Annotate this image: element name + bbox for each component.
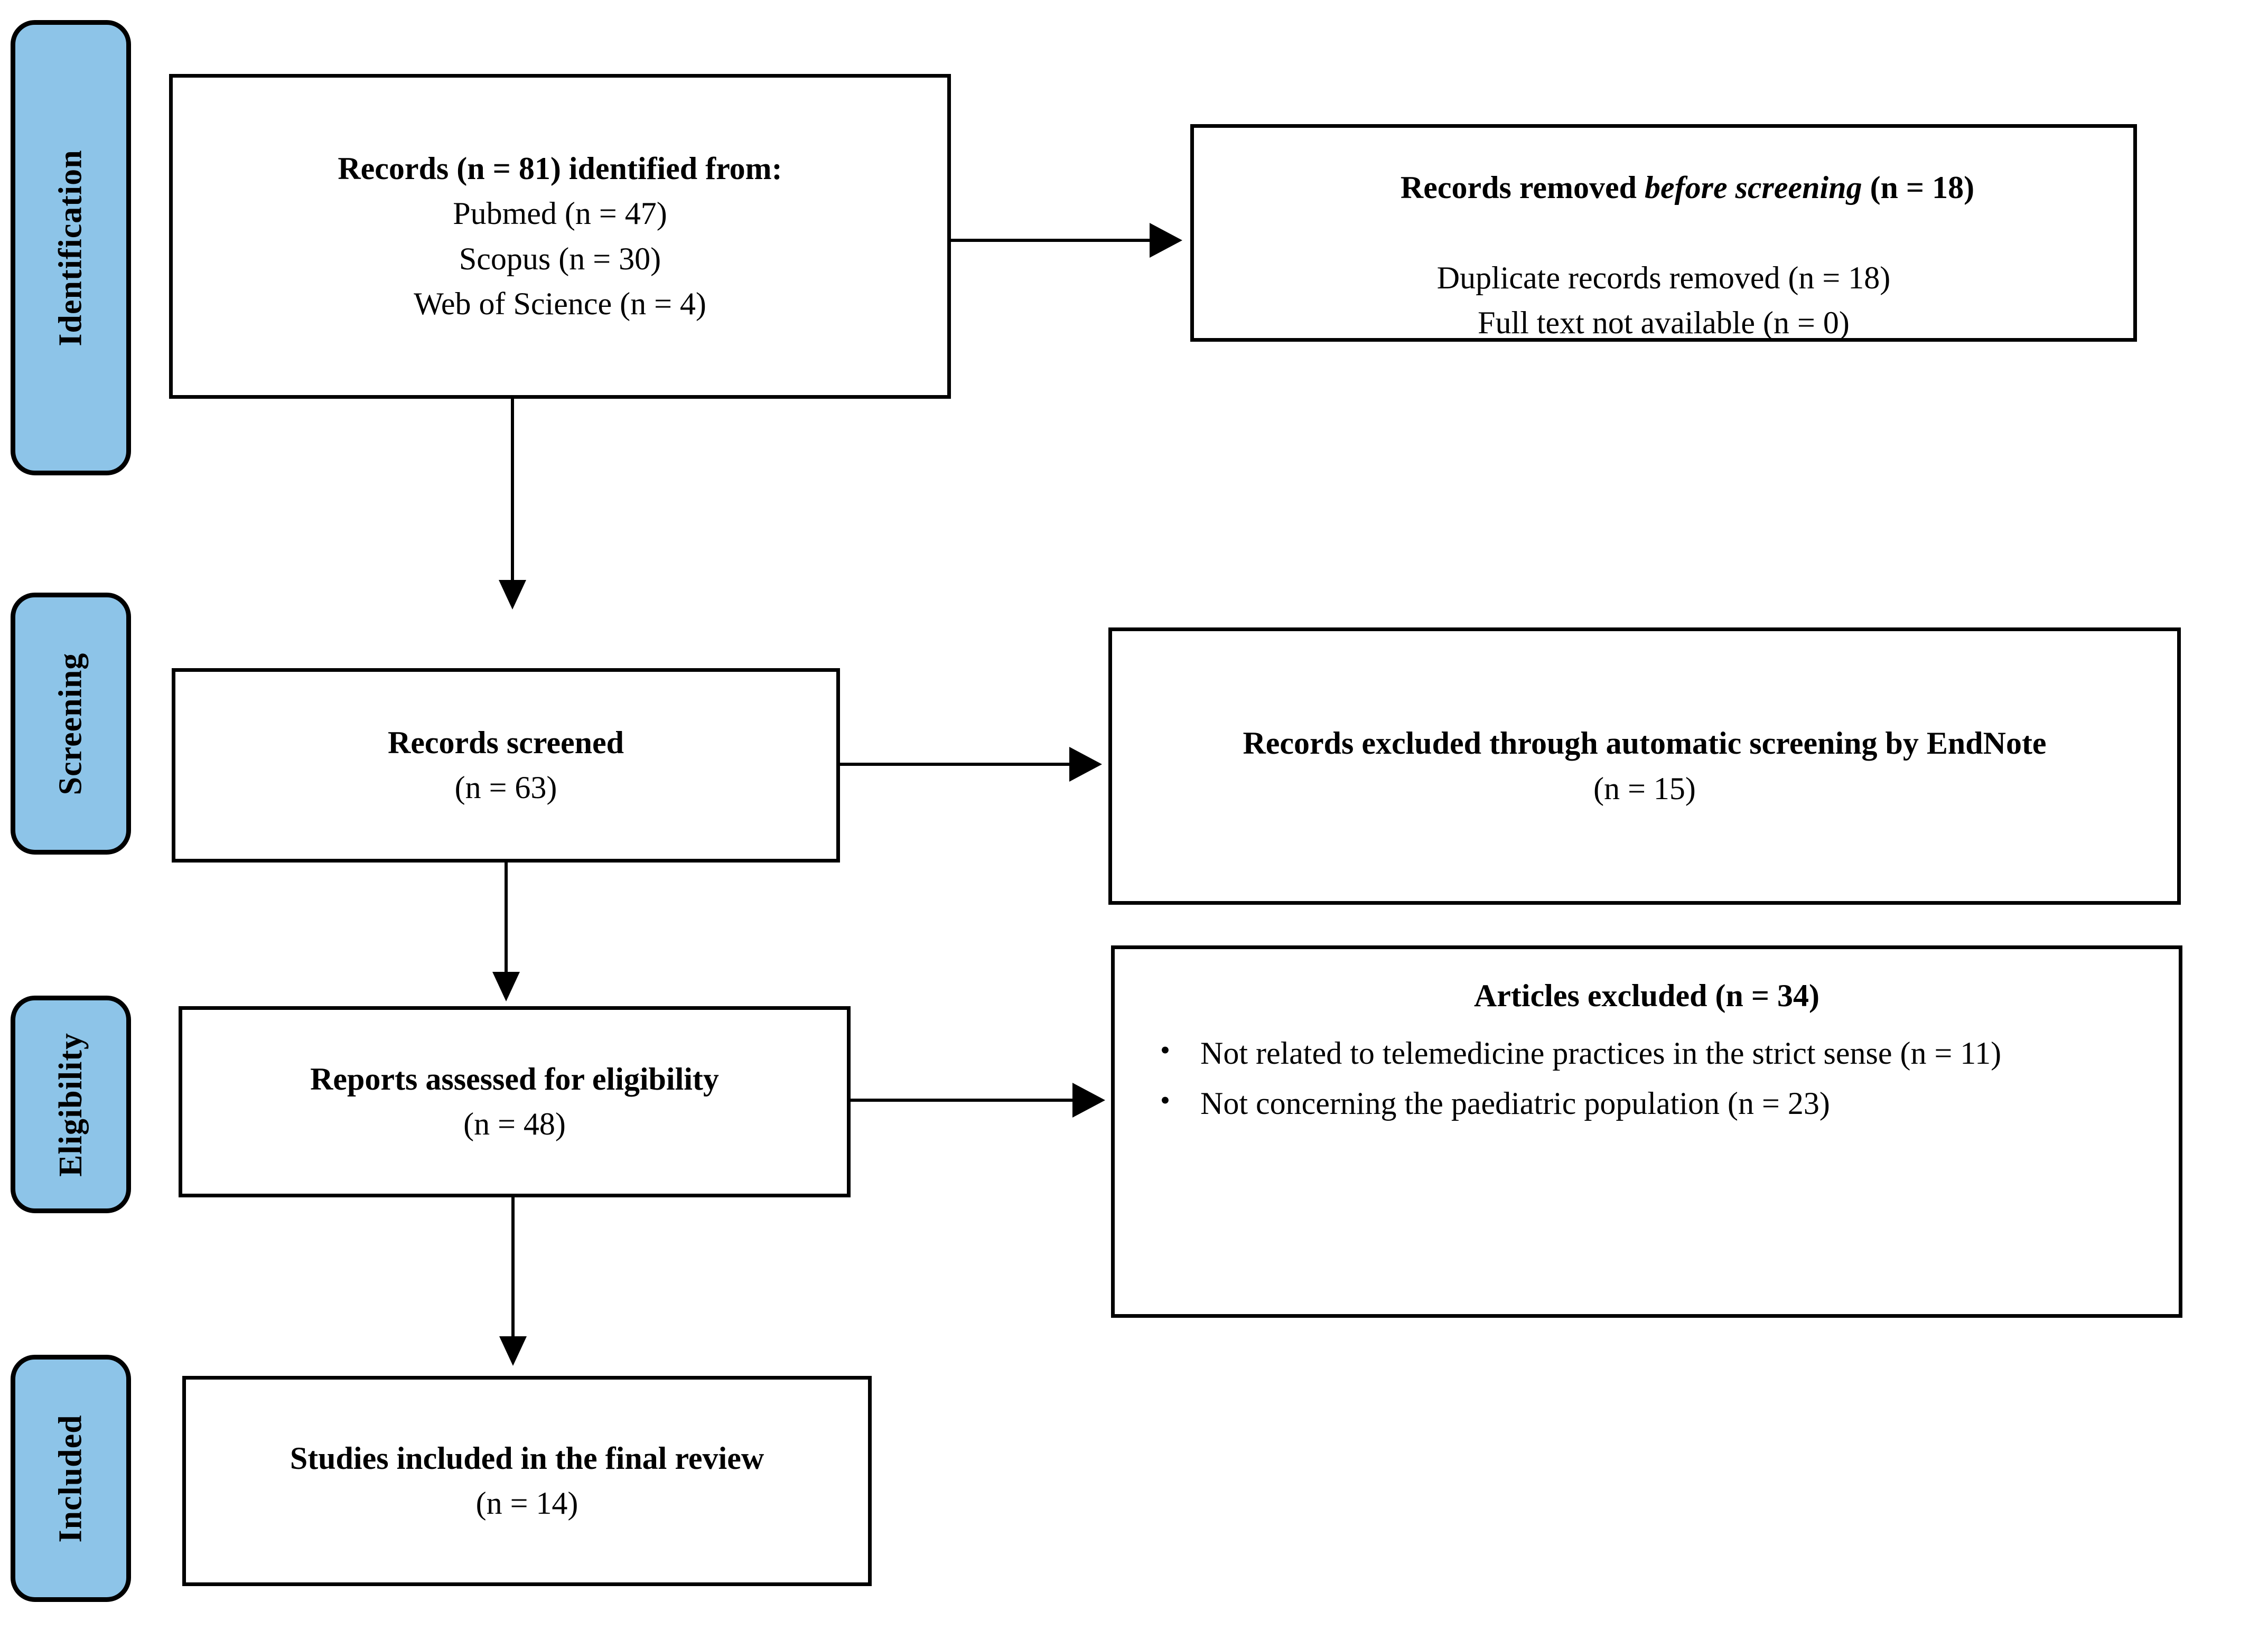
stage-tab-eligibility[interactable]: Eligibility — [11, 996, 131, 1213]
box-records-excluded-automatic-line-2: (n = 15) — [1593, 771, 1696, 806]
box-records-excluded-automatic[interactable]: Records excluded through automatic scree… — [1108, 627, 2181, 905]
stage-tab-included[interactable]: Included — [11, 1355, 131, 1602]
connector-assessed-to-articles-excluded-line — [848, 1099, 1075, 1102]
box-records-identified-line-4: Web of Science (n = 4) — [414, 286, 706, 321]
box-records-excluded-automatic-line-1: Records excluded through automatic scree… — [1243, 726, 2047, 761]
connector-assessed-to-articles-excluded-arrowhead — [1072, 1083, 1105, 1118]
box-studies-included[interactable]: Studies included in the final review (n … — [182, 1376, 872, 1586]
connector-identified-to-screened-line — [511, 399, 514, 583]
box-records-removed-line-1: Records removed before screening (n = 18… — [1353, 120, 1974, 256]
connector-identified-to-removed-line — [949, 239, 1151, 242]
box-records-identified-line-2: Pubmed (n = 47) — [453, 196, 667, 231]
box-reports-assessed-line-2: (n = 48) — [463, 1107, 566, 1141]
connector-screened-to-assessed-arrowhead — [492, 972, 520, 1001]
box-reports-assessed-eligibility[interactable]: Reports assessed for eligibility (n = 48… — [179, 1006, 851, 1197]
box-records-screened-line-2: (n = 63) — [454, 770, 557, 805]
box-records-removed-line-1-part-a: Records removed — [1400, 170, 1645, 205]
box-records-removed-line-3: Full text not available (n = 0) — [1478, 305, 1850, 340]
connector-identified-to-screened-arrowhead — [499, 580, 526, 610]
box-reports-assessed-line-1: Reports assessed for eligibility — [310, 1061, 719, 1096]
stage-tab-screening-label: Screening — [52, 652, 89, 795]
box-records-removed-before-screening[interactable]: Records removed before screening (n = 18… — [1190, 124, 2137, 342]
box-studies-included-line-2: (n = 14) — [475, 1486, 578, 1521]
list-item: Not concerning the paediatric population… — [1150, 1080, 2165, 1126]
box-records-removed-line-2: Duplicate records removed (n = 18) — [1436, 260, 1891, 295]
box-articles-excluded-heading: Articles excluded (n = 34) — [1473, 978, 1820, 1013]
box-records-identified-line-3: Scopus (n = 30) — [459, 241, 661, 276]
connector-identified-to-removed-arrowhead — [1150, 223, 1182, 258]
connector-screened-to-assessed-line — [505, 863, 508, 974]
box-records-identified-line-1: Records (n = 81) identified from: — [338, 151, 782, 186]
connector-assessed-to-included-arrowhead — [499, 1336, 527, 1366]
box-records-screened[interactable]: Records screened (n = 63) — [172, 668, 840, 863]
stage-tab-screening[interactable]: Screening — [11, 593, 131, 855]
connector-screened-to-excluded-line — [838, 763, 1070, 766]
list-item: Not related to telemedicine practices in… — [1150, 1030, 2165, 1076]
box-records-identified[interactable]: Records (n = 81) identified from: Pubmed… — [169, 74, 951, 399]
connector-screened-to-excluded-arrowhead — [1069, 747, 1102, 782]
box-articles-excluded[interactable]: Articles excluded (n = 34) Not related t… — [1111, 945, 2182, 1318]
box-studies-included-line-1: Studies included in the final review — [290, 1440, 764, 1476]
box-records-removed-line-1-emphasis: before screening — [1644, 170, 1862, 205]
stage-tab-included-label: Included — [52, 1414, 89, 1543]
box-records-removed-line-1-part-c: (n = 18) — [1862, 170, 1975, 205]
connector-assessed-to-included-line — [511, 1197, 515, 1339]
stage-tab-identification[interactable]: Identification — [11, 20, 131, 475]
stage-tab-eligibility-label: Eligibility — [52, 1032, 89, 1177]
articles-excluded-reason-list: Not related to telemedicine practices in… — [1128, 1030, 2165, 1131]
box-records-screened-line-1: Records screened — [387, 725, 624, 760]
stage-tab-identification-label: Identification — [52, 149, 89, 346]
